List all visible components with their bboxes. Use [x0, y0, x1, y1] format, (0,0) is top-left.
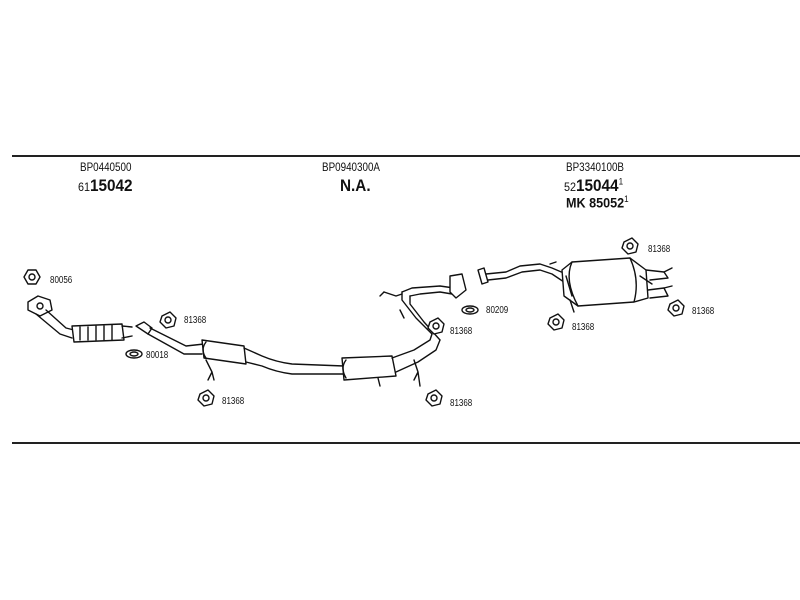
gasket-80209-icon	[461, 305, 479, 315]
hanger-81368-f-icon	[547, 313, 565, 331]
rear-muffler	[477, 257, 673, 313]
part-label-81368-g: 81368	[692, 306, 715, 317]
section-3-footnote: 1	[618, 176, 624, 187]
secondary-prefix: MK	[566, 194, 586, 211]
part-label-81368-f: 81368	[572, 322, 595, 333]
hanger-81368-e-icon	[621, 237, 639, 255]
section-3-number: 52150441	[564, 176, 623, 196]
part-label-80018: 80018	[146, 350, 169, 361]
part-label-81368-a: 81368	[184, 315, 207, 326]
section-1-number: 6115042	[78, 176, 133, 196]
section-3-secondary-number: MK 850521	[566, 194, 629, 211]
gasket-80018-icon	[125, 349, 143, 359]
section-3-prefix: 52	[564, 180, 577, 194]
section-1-main-number: 15042	[90, 176, 133, 195]
hanger-81368-c-icon	[427, 317, 445, 335]
hanger-81368-d-icon	[425, 389, 443, 407]
secondary-footnote: 1	[624, 194, 629, 204]
top-divider	[12, 155, 800, 157]
section-3-main-number: 15044	[576, 176, 619, 195]
section-3-code: BP3340100B	[566, 160, 625, 174]
section-2-main-number: N.A.	[340, 176, 371, 195]
part-label-81368-c: 81368	[450, 326, 473, 337]
bottom-divider	[12, 442, 800, 444]
gasket-80056-icon	[23, 269, 41, 285]
section-2-code: BP0940300A	[322, 160, 381, 174]
part-label-81368-e: 81368	[648, 244, 671, 255]
secondary-main-number: 85052	[589, 194, 625, 211]
hanger-81368-b-icon	[197, 389, 215, 407]
hanger-81368-g-icon	[667, 299, 685, 317]
section-2-number: N.A.	[340, 176, 371, 196]
section-1-code: BP0440500	[80, 160, 132, 174]
part-label-81368-d: 81368	[450, 398, 473, 409]
hanger-81368-a-icon	[159, 311, 177, 329]
part-label-81368-b: 81368	[222, 396, 245, 407]
part-label-80209: 80209	[486, 305, 509, 316]
section-1-prefix: 61	[78, 180, 91, 194]
front-pipe	[27, 295, 133, 343]
center-pipe	[135, 321, 441, 387]
part-label-80056: 80056	[50, 275, 73, 286]
